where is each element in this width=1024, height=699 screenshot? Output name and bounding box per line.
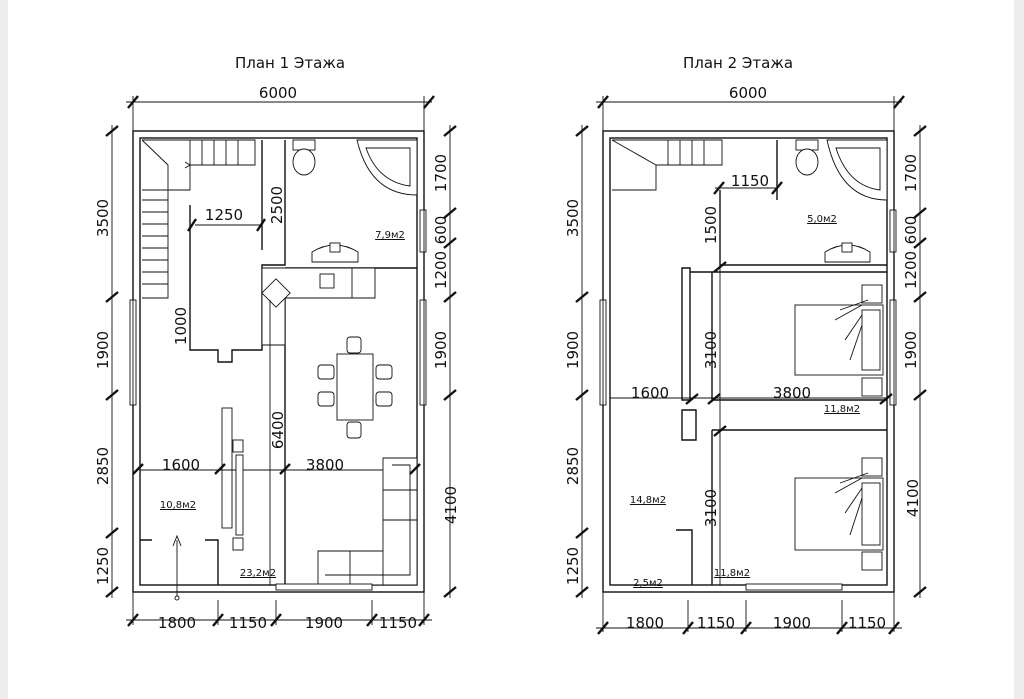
plan-2-dim-left-2: 1900 [564,331,582,369]
plan-1-entry-wall [140,539,219,585]
plan-2-staircase [611,139,723,191]
plan-1-dim-right-2: 600 [432,216,450,245]
plan-2-bedroom-wall [681,267,691,401]
plan-1-title: План 1 Этажа [235,54,345,72]
plan-2-dim-right-5: 4100 [904,479,922,517]
plan-2-bed-icon-1 [794,284,884,397]
drawing-sheet: План 1 Этажа [8,0,1014,699]
plan-2-area-bedroom-1: 11,8м2 [824,404,860,415]
plan-2-dim-inner-4: 1600 [631,384,669,402]
plan-2-dim-inner-3: 3100 [702,331,720,369]
plan-1-dim-right-1: 1700 [432,154,450,192]
plan-1-partition [221,407,233,529]
plan-2-area-bathroom: 5,0м2 [807,214,837,225]
plan-2-dim-left-4: 1250 [564,547,582,585]
plan-2-dim-right-3: 1200 [902,251,920,289]
plan-1-dim-bottom-4: 1150 [379,614,417,632]
plan-2-dim-inner-1: 1150 [731,172,769,190]
plan-2-dim-right-4: 1900 [902,331,920,369]
plan-2-dim-inner-5: 3800 [773,384,811,402]
plan-2-dimension-lines [575,95,927,635]
plan-1-dim-inner-5: 1600 [162,456,200,474]
plan-1-dim-right-5: 4100 [442,486,460,524]
plan-1-dimension-lines [105,95,457,627]
plan-2-corner-bathtub-icon [826,139,888,201]
plan-2-dim-left-3: 2850 [564,447,582,485]
plan-1-dim-left-3: 2850 [94,447,112,485]
plan-1-dim-right-4: 1900 [432,331,450,369]
plan-2-dim-bottom-4: 1150 [848,614,886,632]
plan-1-staircase [141,139,256,299]
plan-1-dining-table-icon [317,336,393,439]
plan-1-dim-inner-6: 3800 [306,456,344,474]
plan-1-entrance-arrow [172,534,182,601]
plan-1-sink-icon [311,242,359,263]
plan-2-dim-bottom-3: 1900 [773,614,811,632]
plan-1-dim-bottom-3: 1900 [305,614,343,632]
plan-2-closet-wall [676,529,693,585]
plan-1-sofa-icon [317,457,418,586]
plan-1-kitchen-counter [261,267,376,346]
plan-1-area-living: 23,2м2 [240,568,276,579]
plan-2-title: План 2 Этажа [683,54,793,72]
plan-2-area-hall: 14,8м2 [630,495,666,506]
plan-2-dim-inner-6: 3100 [702,489,720,527]
plan-1-tv-stand [232,439,244,551]
plan-2-dim-inner-2: 1500 [702,206,720,244]
plan-1-dim-inner-2: 2500 [268,186,286,224]
plan-1-area-bathroom: 7,9м2 [375,230,405,241]
plan-2: План 2 Этажа [564,54,927,635]
plan-2-dim-left-1: 3500 [564,199,582,237]
plan-2-toilet-icon [795,139,819,176]
plan-1-dim-left-4: 1250 [94,547,112,585]
plan-2-dim-top: 6000 [729,84,767,102]
plan-2-sink-icon [824,242,871,263]
floor-plans-drawing: План 1 Этажа [94,54,927,635]
plan-2-column [681,409,697,441]
plan-1-dim-inner-1: 1250 [205,206,243,224]
plan-1-dim-bottom-2: 1150 [229,614,267,632]
plan-1: План 1 Этажа [94,54,460,632]
plan-2-dim-right-1: 1700 [902,154,920,192]
plan-1-dim-left-2: 1900 [94,331,112,369]
plan-1-corner-bathtub-icon [356,139,418,196]
plan-2-dim-bottom-2: 1150 [697,614,735,632]
plan-2-dim-bottom-1: 1800 [626,614,664,632]
plan-1-dim-inner-4: 6400 [269,411,287,449]
plan-1-dim-top: 6000 [259,84,297,102]
plan-2-dim-right-2: 600 [902,216,920,245]
plan-1-dim-bottom-1: 1800 [158,614,196,632]
plan-1-dim-right-3: 1200 [432,251,450,289]
plan-2-bed-icon-2 [794,457,884,571]
plan-1-toilet-icon [292,139,316,176]
plan-2-area-closet: 2,5м2 [633,578,663,589]
plan-2-bedroom-partitions [690,271,887,585]
plan-1-stair-enclosure-wall [189,140,286,363]
plan-1-area-hall: 10,8м2 [160,500,196,511]
plan-1-dim-left-1: 3500 [94,199,112,237]
plan-1-dim-inner-3: 1000 [172,307,190,345]
plan-2-area-bedroom-2: 11,8м2 [714,568,750,579]
